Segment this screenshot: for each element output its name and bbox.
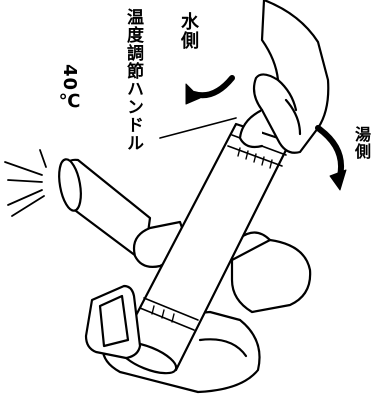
water-spray-lines (4, 149, 47, 217)
shower-outlet (58, 158, 152, 264)
water-temp-label: 40℃ (59, 64, 80, 114)
hand (238, 0, 330, 154)
outlet-plate (84, 284, 142, 360)
handle-leader-line (159, 117, 237, 139)
handle-label: 温度調節ハンドル (123, 8, 143, 152)
cold-side-label: 水側 (178, 12, 199, 50)
hot-arrow-icon (315, 125, 347, 191)
hot-side-label: 湯側 (352, 126, 371, 160)
temperature-scale-marks (237, 147, 273, 169)
mixer-body-right (230, 231, 312, 314)
cold-arrow-icon (185, 75, 235, 105)
